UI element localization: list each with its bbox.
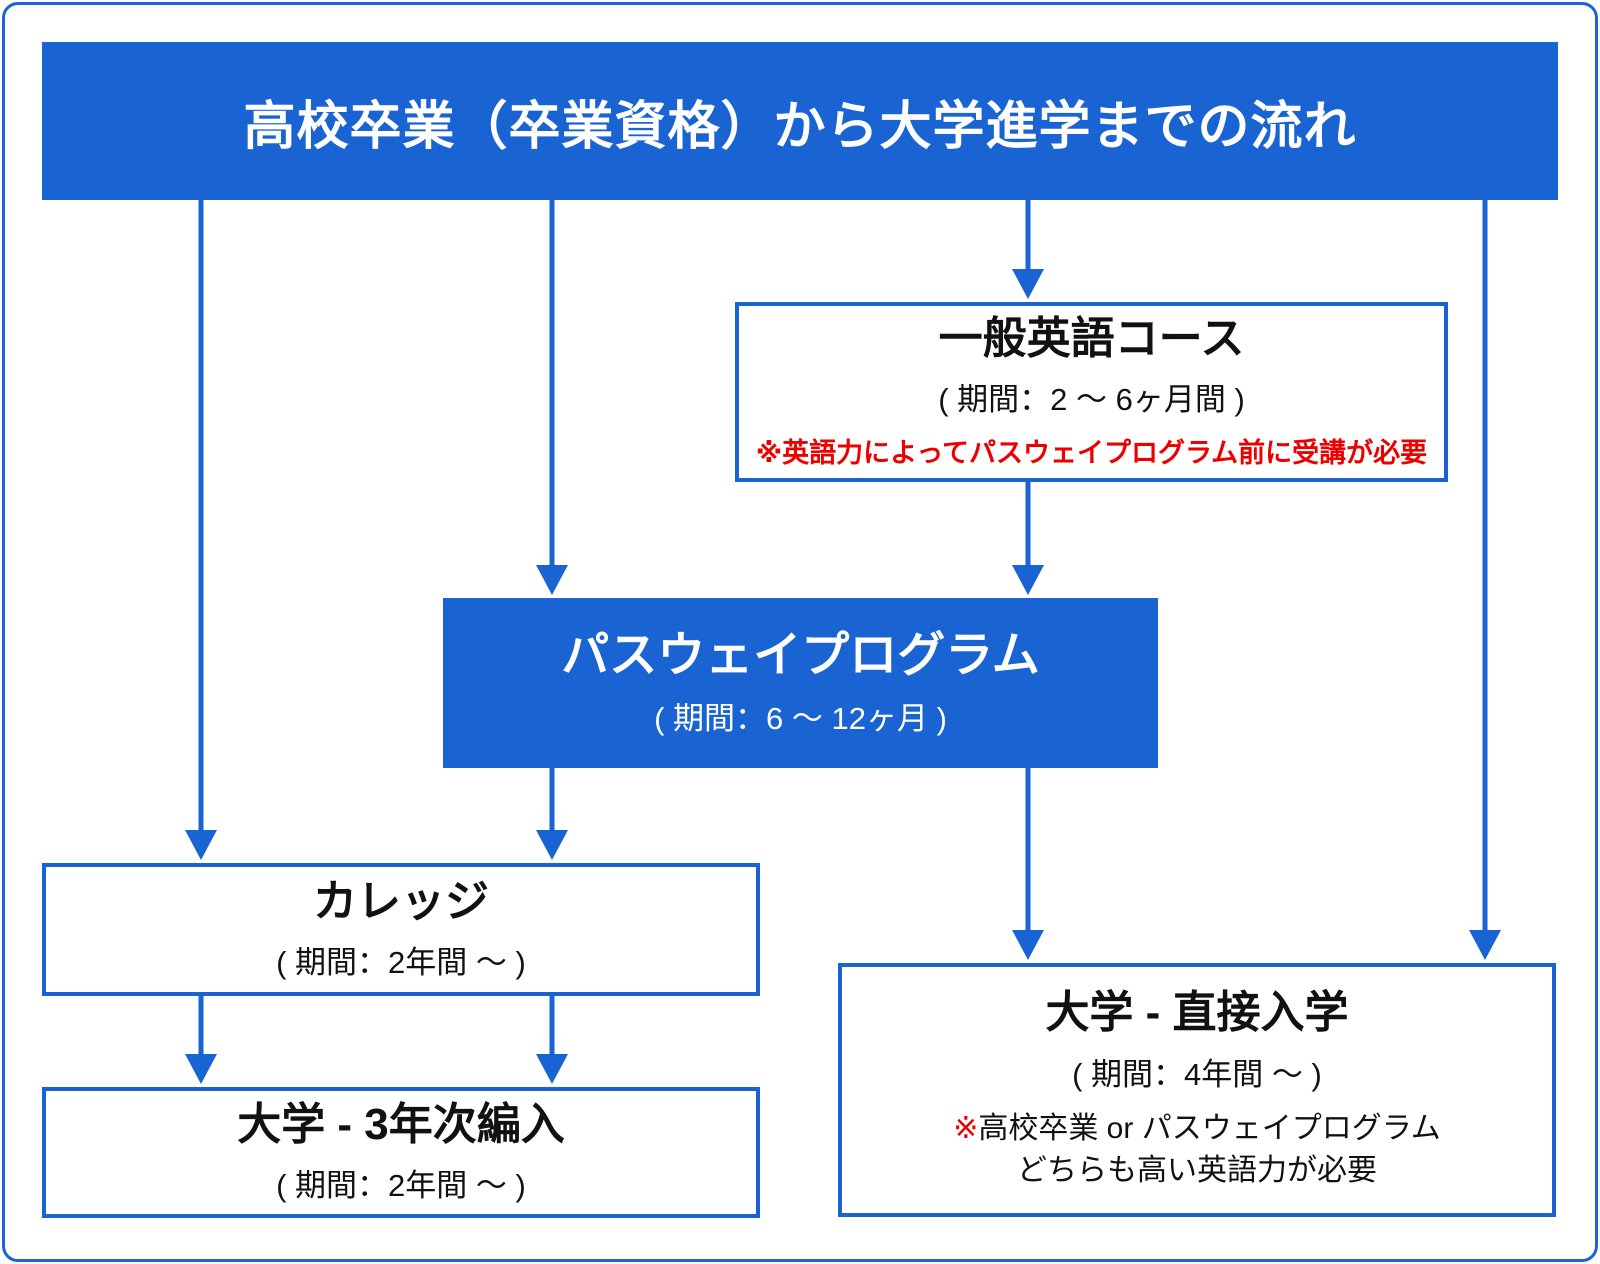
general-english-note: ※英語力によってパスウェイプログラム前に受講が必要 bbox=[755, 438, 1428, 469]
pathway-title: パスウェイプログラム bbox=[561, 628, 1040, 682]
flow-arrow-header-to-univ-direct bbox=[1469, 200, 1501, 960]
pathway-duration: ( 期間：6 〜 12ヶ月 ) bbox=[654, 701, 947, 737]
flow-arrow-pathway-to-univ-direct bbox=[1012, 768, 1044, 960]
univ-direct-title: 大学 - 直接入学 bbox=[1045, 988, 1349, 1038]
univ-direct-note-line1: ※高校卒業 or パスウェイプログラム bbox=[953, 1108, 1441, 1150]
flow-arrow-college-to-univ-transfer-left bbox=[185, 996, 217, 1084]
univ-transfer-title: 大学 - 3年次編入 bbox=[237, 1099, 565, 1149]
general-english-duration: ( 期間：2 〜 6ヶ月間 ) bbox=[938, 382, 1245, 418]
flow-arrow-college-to-univ-transfer-right bbox=[536, 996, 568, 1084]
page-title: 高校卒業（卒業資格）から大学進学までの流れ bbox=[243, 97, 1357, 156]
box-college: カレッジ ( 期間：2年間 〜 ) bbox=[42, 863, 760, 996]
univ-direct-duration: ( 期間：4年間 〜 ) bbox=[1072, 1056, 1322, 1092]
box-university-direct-entry: 大学 - 直接入学 ( 期間：4年間 〜 ) ※高校卒業 or パスウェイプログ… bbox=[838, 963, 1556, 1217]
box-general-english-course: 一般英語コース ( 期間：2 〜 6ヶ月間 ) ※英語力によってパスウェイプログ… bbox=[735, 302, 1448, 482]
flow-arrow-general-english-to-pathway bbox=[1012, 482, 1044, 595]
flow-arrow-pathway-to-college bbox=[536, 768, 568, 860]
flow-arrow-header-to-general-english bbox=[1012, 200, 1044, 299]
univ-direct-note-line2: どちらも高い英語力が必要 bbox=[1017, 1153, 1377, 1187]
univ-direct-note-line1-text: 高校卒業 or パスウェイプログラム bbox=[978, 1111, 1441, 1145]
reference-mark: ※ bbox=[953, 1111, 979, 1145]
univ-direct-note: ※高校卒業 or パスウェイプログラム どちらも高い英語力が必要 bbox=[953, 1108, 1441, 1192]
college-duration: ( 期間：2年間 〜 ) bbox=[276, 945, 526, 981]
univ-transfer-duration: ( 期間：2年間 〜 ) bbox=[276, 1168, 526, 1204]
box-pathway-program: パスウェイプログラム ( 期間：6 〜 12ヶ月 ) bbox=[443, 598, 1158, 768]
general-english-title: 一般英語コース bbox=[938, 313, 1245, 363]
header-banner: 高校卒業（卒業資格）から大学進学までの流れ bbox=[42, 42, 1558, 200]
college-title: カレッジ bbox=[313, 876, 489, 926]
flow-arrow-header-to-pathway bbox=[536, 200, 568, 595]
flow-arrow-header-to-college bbox=[185, 200, 217, 860]
box-university-third-year-transfer: 大学 - 3年次編入 ( 期間：2年間 〜 ) bbox=[42, 1087, 760, 1218]
